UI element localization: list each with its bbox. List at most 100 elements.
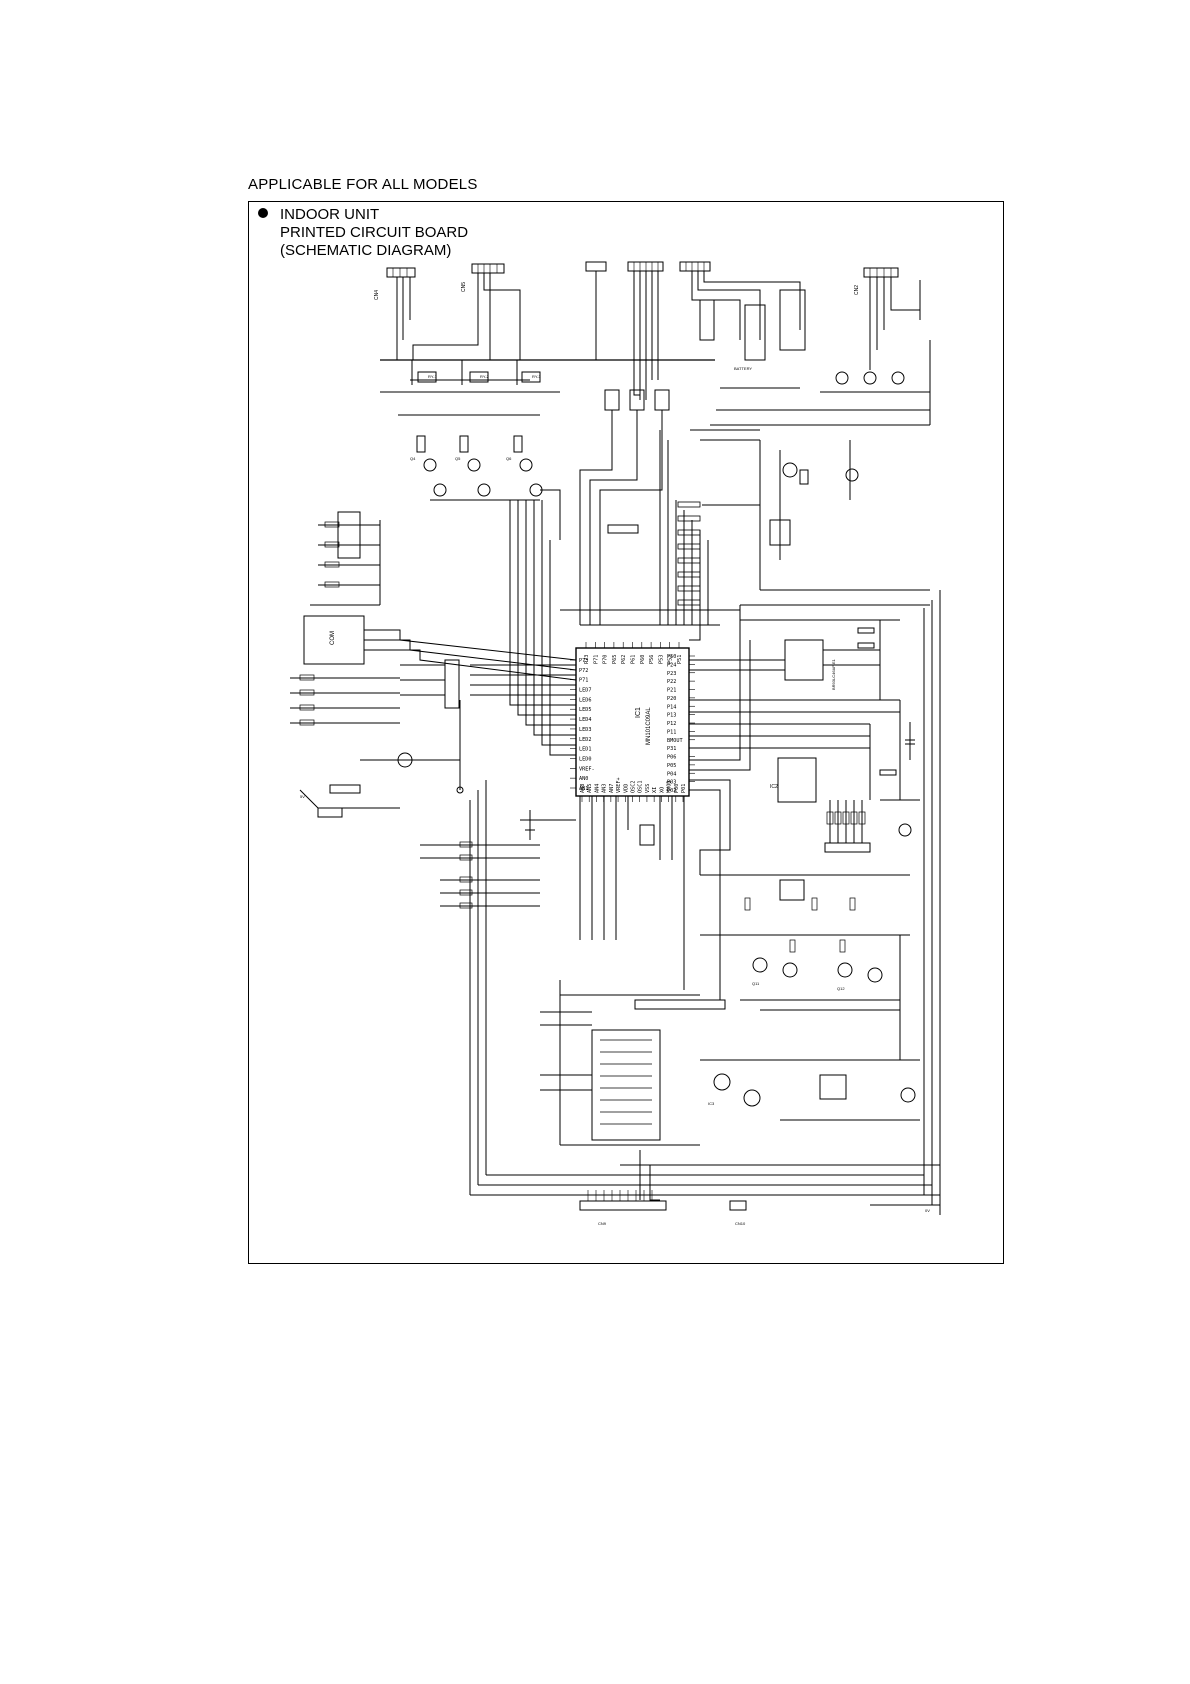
mcu-bottom-pin-label: AN8 [580,784,586,793]
mcu-top-pin-label: P70 [603,655,609,664]
mcu-left-pin-label: LED0 [579,756,592,762]
connector-label-cn9: CN9 [598,1221,607,1226]
relay-label-3: RY-3 [532,374,541,379]
mcu-right-pin-label: P04 [667,771,676,777]
mcu-right-pin-label: P11 [667,729,676,735]
mcu-ref-label: IC1 [635,707,642,718]
transistor-label-q6: Q6 [506,456,512,461]
mcu-top-pin-label: P52 [668,655,674,664]
mcu-bottom-pin-label: OSC2 [631,781,637,794]
bullet-icon [258,208,268,218]
transistor-label-q4: Q4 [410,456,416,461]
mcu-bottom-pin-label: P00 [674,784,680,793]
mcu-bottom-pin-label: XI [652,787,658,793]
ic3-label: IC3 [708,1101,715,1106]
eeprom-part-label: BR93LC46AF-E1 [831,658,836,690]
mcu-top-pin-label: P65 [612,655,618,664]
mcu-left-pins: P73P72P71LED7LED6LED5LED4LED3LED2LED1LED… [570,658,595,792]
ic2-label: IC2 [770,784,778,790]
mcu-left-pin-label: LED5 [579,707,592,713]
mcu-bottom-pin-label: VSS [645,784,651,793]
mcu-right-pin-label: P13 [667,713,676,719]
mcu-left-bus [470,500,576,756]
mcu-part-label: MN101C09AL [646,707,652,745]
right-mid-connector [824,799,920,853]
mcu-left-pin-label: LED4 [579,717,592,723]
mcu-bottom-pin-label: XO [659,787,665,793]
mcu-top-bus [560,609,740,626]
mcu-right-pin-label: P12 [667,721,676,727]
mcu-left-pin-label: AN1 [579,786,588,792]
mcu-left-pin-label: LED6 [579,697,592,703]
mcu-top-pin-label: P73 [584,655,590,664]
mcu-left-pin-label: LED3 [579,727,592,733]
connector-label-cn4: CN4 [374,290,380,300]
com-label: COM [330,631,336,645]
bottom-buses: CN9 CN10 0V [470,1150,940,1226]
lower-transistor-chain: Q11 Q12 [700,874,910,1060]
mcu-bottom-pin-label: AN5 [587,784,593,793]
mcu-right-pin-label: P50 [667,654,676,660]
mcu-left-pin-label: P72 [579,668,588,674]
heading-line-2: PRINTED CIRCUIT BOARD [280,224,469,241]
connector-label-cn2: CN2 [854,285,860,295]
left-transistor-bank: Q4 Q5 Q6 [398,414,561,540]
crystal-block [520,796,685,990]
left-lower-bank: 5V [290,659,464,799]
relay-label-2: RY-2 [480,374,489,379]
mcu-right-pin-label: P22 [667,679,676,685]
mcu-right-bus [689,605,751,1000]
mcu-right-pin-label: P20 [667,696,676,702]
right-upper-circuit [759,440,941,1215]
section-heading: INDOOR UNIT PRINTED CIRCUIT BOARD (SCHEM… [258,206,468,260]
transistor-label-q11: Q11 [752,981,760,986]
mcu-right-pin-label: P06 [667,755,676,761]
mcu-ic1: IC1 MN101C09AL P73P72P71LED7LED6LED5LED4… [570,642,695,802]
mcu-left-pin-label: P73 [579,658,588,664]
mcu-top-pin-label: P56 [649,655,655,664]
schematic-frame [248,201,1004,1264]
opto-and-resistors [579,389,761,625]
top-connectors: CN4 CN5 CN2 [374,261,899,300]
mcu-top-pin-label: P62 [621,655,627,664]
heading-line-1: INDOOR UNIT [280,206,380,223]
mcu-left-pin-label: LED2 [579,737,592,743]
mcu-left-pin-label: LED1 [579,747,592,753]
mcu-bottom-pin-label: AN4 [594,784,600,793]
left-com-chip: COM [303,511,577,681]
mcu-top-pin-label: P60 [640,655,646,664]
mcu-bottom-pin-label: VREF+ [616,777,622,793]
mcu-right-pin-label: P14 [667,704,676,710]
mcu-right-pin-label: BMOUT [667,738,683,744]
connector-label-cn10: CN10 [735,1221,746,1226]
mcu-top-pin-label: P61 [631,655,637,664]
battery-label: BATTERY [734,366,752,371]
page-header: APPLICABLE FOR ALL MODELS [248,176,478,193]
ic2-block: IC2 [689,699,915,803]
mcu-bottom-pin-label: OSC1 [638,781,644,794]
mcu-bottom-pin-label: VDD [623,784,629,793]
transistor-label-q5: Q5 [455,456,461,461]
mcu-right-pin-label: P21 [667,688,676,694]
mcu-right-pin-label: P24 [667,662,676,668]
mcu-top-pin-label: P53 [658,655,664,664]
connector-label-cn5: CN5 [461,282,467,292]
ground-label: 0V [925,1208,930,1213]
lower-left-bank [420,780,540,1195]
mcu-left-pin-label: LED7 [579,688,592,694]
mcu-right-pin-label: P31 [667,746,676,752]
mcu-top-pin-label: P71 [593,655,599,664]
mcu-bottom-pin-label: AN7 [609,784,615,793]
mcu-right-pin-label: P03 [667,780,676,786]
mcu-left-pin-label: AN0 [579,776,588,782]
top-wiring: RY-1 RY-2 RY-3 BATTERY [380,271,830,411]
mcu-bottom-pin-label: MMOD [667,781,673,794]
voltage-label-left: 5V [300,794,305,799]
mcu-left-pin-label: P71 [579,678,588,684]
left-connector-cn7 [299,789,400,818]
mcu-top-pin-label: P51 [677,655,683,664]
mcu-bottom-pin-label: P01 [681,784,687,793]
